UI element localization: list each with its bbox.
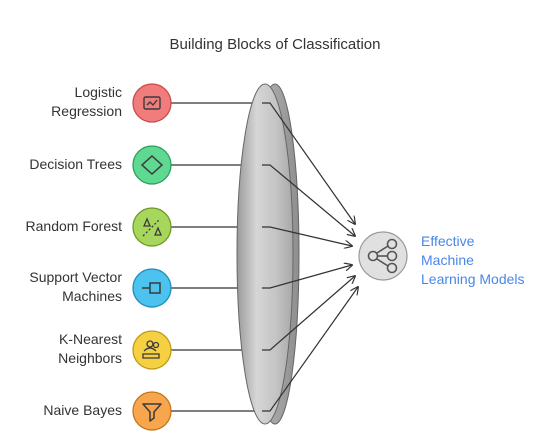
forest-icon <box>132 207 172 247</box>
arrow-line <box>262 265 352 289</box>
block-label-line: Naive Bayes <box>43 401 122 418</box>
arrow-line <box>262 226 352 246</box>
icon-circle <box>132 268 172 308</box>
block-label-line: Machines <box>62 288 122 304</box>
arrow-line <box>262 287 358 412</box>
block-label-line: K-Nearest <box>58 331 122 347</box>
share-network-icon <box>367 238 398 274</box>
result-label-line: Effective <box>421 233 475 249</box>
icon-circle <box>132 330 172 370</box>
line-chart-icon <box>132 83 172 123</box>
lens <box>236 83 300 425</box>
vector-icon <box>132 268 172 308</box>
block-label-line: Decision Trees <box>29 155 122 172</box>
block-label: Random Forest <box>0 217 122 236</box>
block-label-line: Random Forest <box>25 217 122 234</box>
block-label-line: Neighbors <box>58 350 122 366</box>
result-label-line: Machine <box>421 252 474 268</box>
arrow-line <box>262 164 355 236</box>
block-label: Decision Trees <box>0 155 122 174</box>
converging-arrows <box>262 102 358 412</box>
arrow-line <box>262 276 355 351</box>
result-node <box>358 231 408 281</box>
block-label-line: Logistic <box>74 84 122 100</box>
diamond-icon <box>132 145 172 185</box>
arrow-line <box>262 102 355 224</box>
block-label-line: Regression <box>51 103 122 119</box>
block-label: Naive Bayes <box>0 401 122 420</box>
icon-circle <box>132 391 172 431</box>
icon-circle <box>132 83 172 123</box>
block-icons <box>132 83 172 431</box>
people-icon <box>132 330 172 370</box>
funnel-icon <box>132 391 172 431</box>
lens-body <box>236 83 294 425</box>
icon-circle <box>132 145 172 185</box>
result-label-line: Learning Models <box>421 271 525 287</box>
block-label-line: Support Vector <box>29 269 122 285</box>
diagram-title: Building Blocks of Classification <box>169 36 381 53</box>
